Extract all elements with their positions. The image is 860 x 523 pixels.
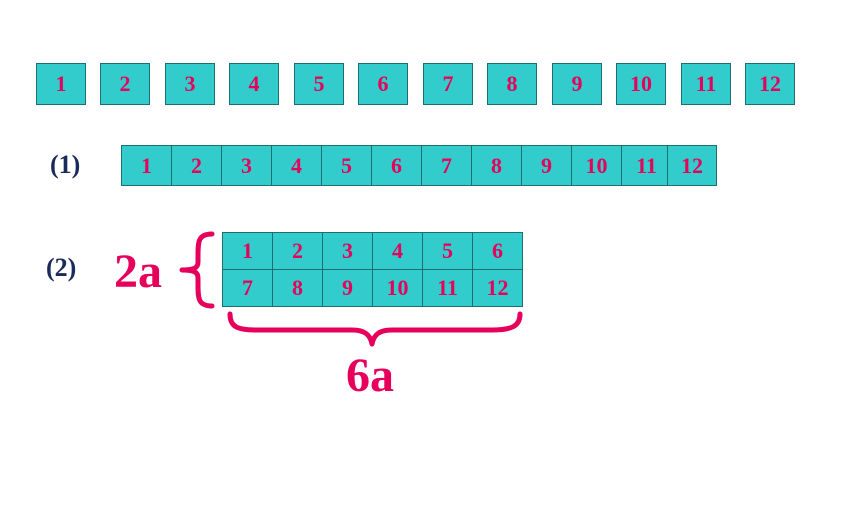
tile-10: 10 bbox=[616, 63, 666, 105]
a1-tile-6: 6 bbox=[371, 145, 422, 186]
left-brace bbox=[179, 231, 215, 309]
a2-tile-8: 8 bbox=[272, 269, 323, 307]
bottom-brace bbox=[227, 311, 523, 347]
a1-tile-10: 10 bbox=[571, 145, 622, 186]
a2-tile-5: 5 bbox=[422, 232, 473, 270]
a2-tile-11: 11 bbox=[422, 269, 473, 307]
a1-tile-7: 7 bbox=[421, 145, 472, 186]
tile-12: 12 bbox=[745, 63, 795, 105]
tile-3: 3 bbox=[165, 63, 215, 105]
a1-tile-12: 12 bbox=[667, 145, 717, 186]
a2-tile-9: 9 bbox=[322, 269, 373, 307]
width-label: 6a bbox=[346, 349, 394, 402]
a1-tile-2: 2 bbox=[171, 145, 222, 186]
tile-9: 9 bbox=[552, 63, 602, 105]
a1-tile-8: 8 bbox=[471, 145, 522, 186]
tile-5: 5 bbox=[294, 63, 344, 105]
a1-tile-3: 3 bbox=[221, 145, 272, 186]
a1-tile-11: 11 bbox=[621, 145, 672, 186]
tile-2: 2 bbox=[100, 63, 150, 105]
a2-tile-1: 1 bbox=[222, 232, 273, 270]
a2-tile-3: 3 bbox=[322, 232, 373, 270]
a1-tile-4: 4 bbox=[271, 145, 322, 186]
height-label: 2a bbox=[114, 245, 162, 298]
tile-11: 11 bbox=[681, 63, 731, 105]
tile-6: 6 bbox=[358, 63, 408, 105]
a2-tile-12: 12 bbox=[472, 269, 523, 307]
arrangement-1-label: (1) bbox=[50, 150, 81, 179]
a2-tile-7: 7 bbox=[222, 269, 273, 307]
tile-1: 1 bbox=[36, 63, 86, 105]
a1-tile-1: 1 bbox=[121, 145, 172, 186]
tile-8: 8 bbox=[487, 63, 537, 105]
arrangement-2-label: (2) bbox=[46, 253, 77, 282]
tile-4: 4 bbox=[229, 63, 279, 105]
tile-7: 7 bbox=[423, 63, 473, 105]
a2-tile-10: 10 bbox=[372, 269, 423, 307]
a2-tile-6: 6 bbox=[472, 232, 523, 270]
a2-tile-2: 2 bbox=[272, 232, 323, 270]
a1-tile-9: 9 bbox=[521, 145, 572, 186]
a2-tile-4: 4 bbox=[372, 232, 423, 270]
a1-tile-5: 5 bbox=[321, 145, 372, 186]
